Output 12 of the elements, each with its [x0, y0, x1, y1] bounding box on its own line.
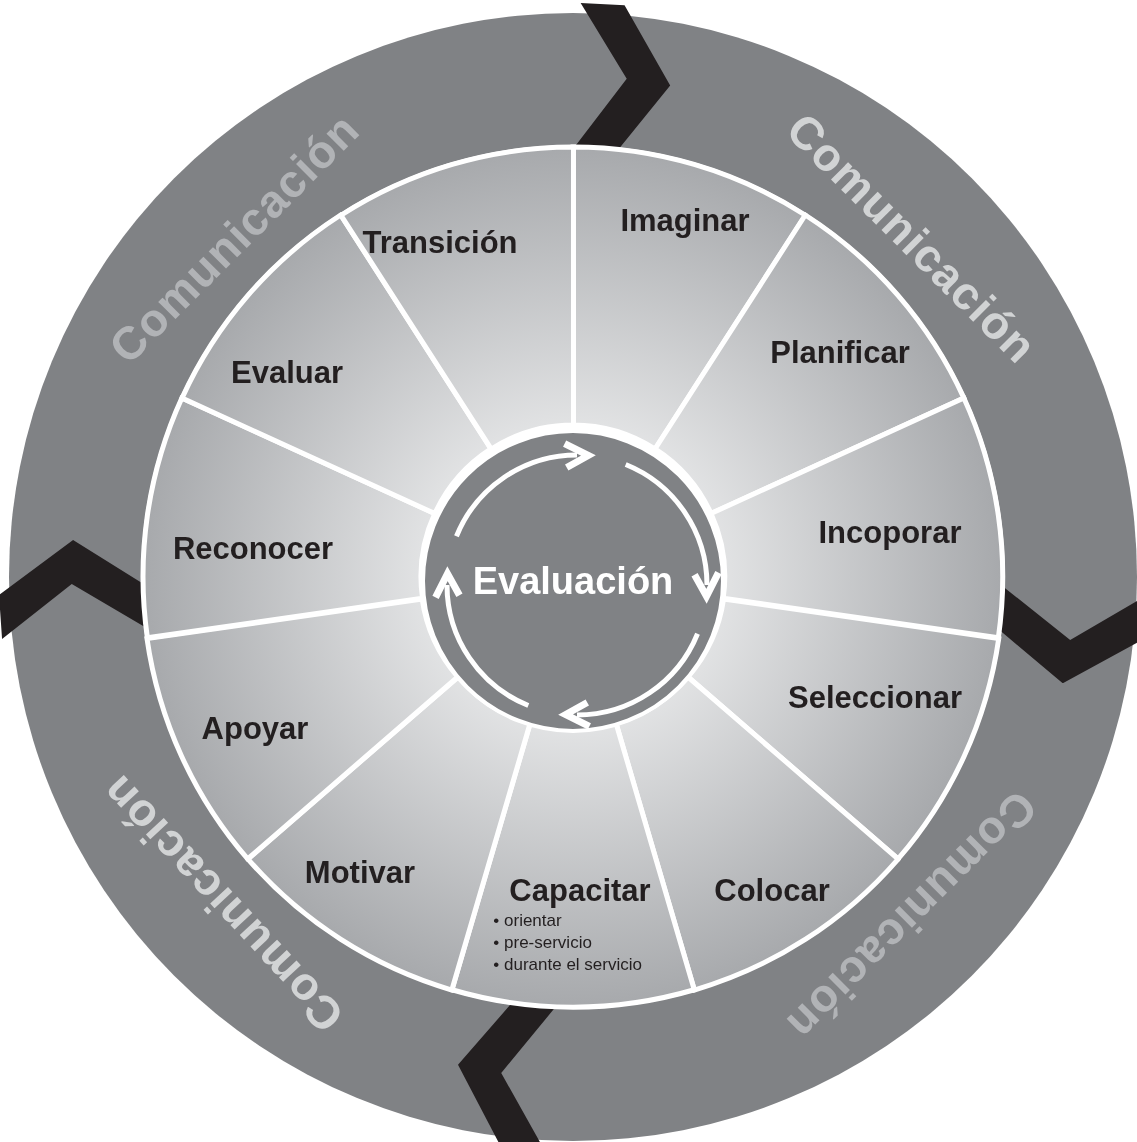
segment-label: Capacitar [509, 874, 651, 906]
center-label: Evaluación [472, 562, 674, 600]
segment-label: Imaginar [620, 204, 750, 236]
segment-label: Reconocer [172, 532, 334, 564]
segment-label: Seleccionar [787, 681, 962, 713]
segment-label: Transición [362, 226, 518, 258]
bullet-item: • pre-servicio [493, 931, 593, 954]
bullet-item: • orientar [493, 909, 563, 932]
segment-label: Apoyar [201, 712, 309, 744]
segment-label: Incoporar [818, 516, 962, 548]
bullet-item: • durante el servicio [493, 953, 642, 976]
segment-label: Evaluar [231, 356, 343, 388]
